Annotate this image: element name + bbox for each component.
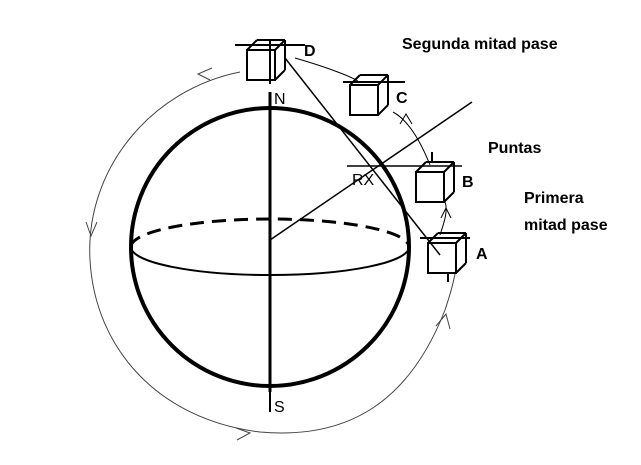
label-a: A	[476, 246, 488, 263]
label-primera-mitad-pase-line1: Primera	[524, 190, 584, 207]
path-b-to-c	[392, 111, 431, 166]
cube-b	[415, 152, 455, 203]
path-a-to-b	[439, 201, 447, 236]
cube-c	[343, 74, 405, 116]
label-primera-mitad-pase-line2: mitad pase	[524, 217, 608, 234]
orbit-arrow-bottom-left	[85, 221, 98, 238]
label-puntas: Puntas	[488, 140, 541, 157]
cube-d	[235, 39, 305, 81]
arrow-b-to-c	[399, 113, 413, 125]
label-d: D	[304, 43, 316, 60]
label-north: N	[274, 91, 286, 108]
orbit-path	[89, 71, 457, 434]
orbit-arrow-right	[435, 312, 451, 330]
center-ray	[269, 101, 473, 241]
trajectory-line	[284, 57, 441, 256]
orbit-arrow-bottom	[235, 427, 252, 441]
arrow-a-to-b	[440, 206, 452, 219]
label-b: B	[462, 174, 474, 191]
label-rx: RX	[352, 172, 375, 189]
equator-back	[129, 217, 411, 248]
path-c-to-d	[294, 57, 359, 83]
cube-a	[420, 232, 470, 282]
orbit-arrow-left	[196, 67, 213, 81]
label-south: S	[274, 399, 285, 416]
label-segunda-mitad-pase: Segunda mitad pase	[402, 36, 558, 53]
label-c: C	[396, 90, 408, 107]
